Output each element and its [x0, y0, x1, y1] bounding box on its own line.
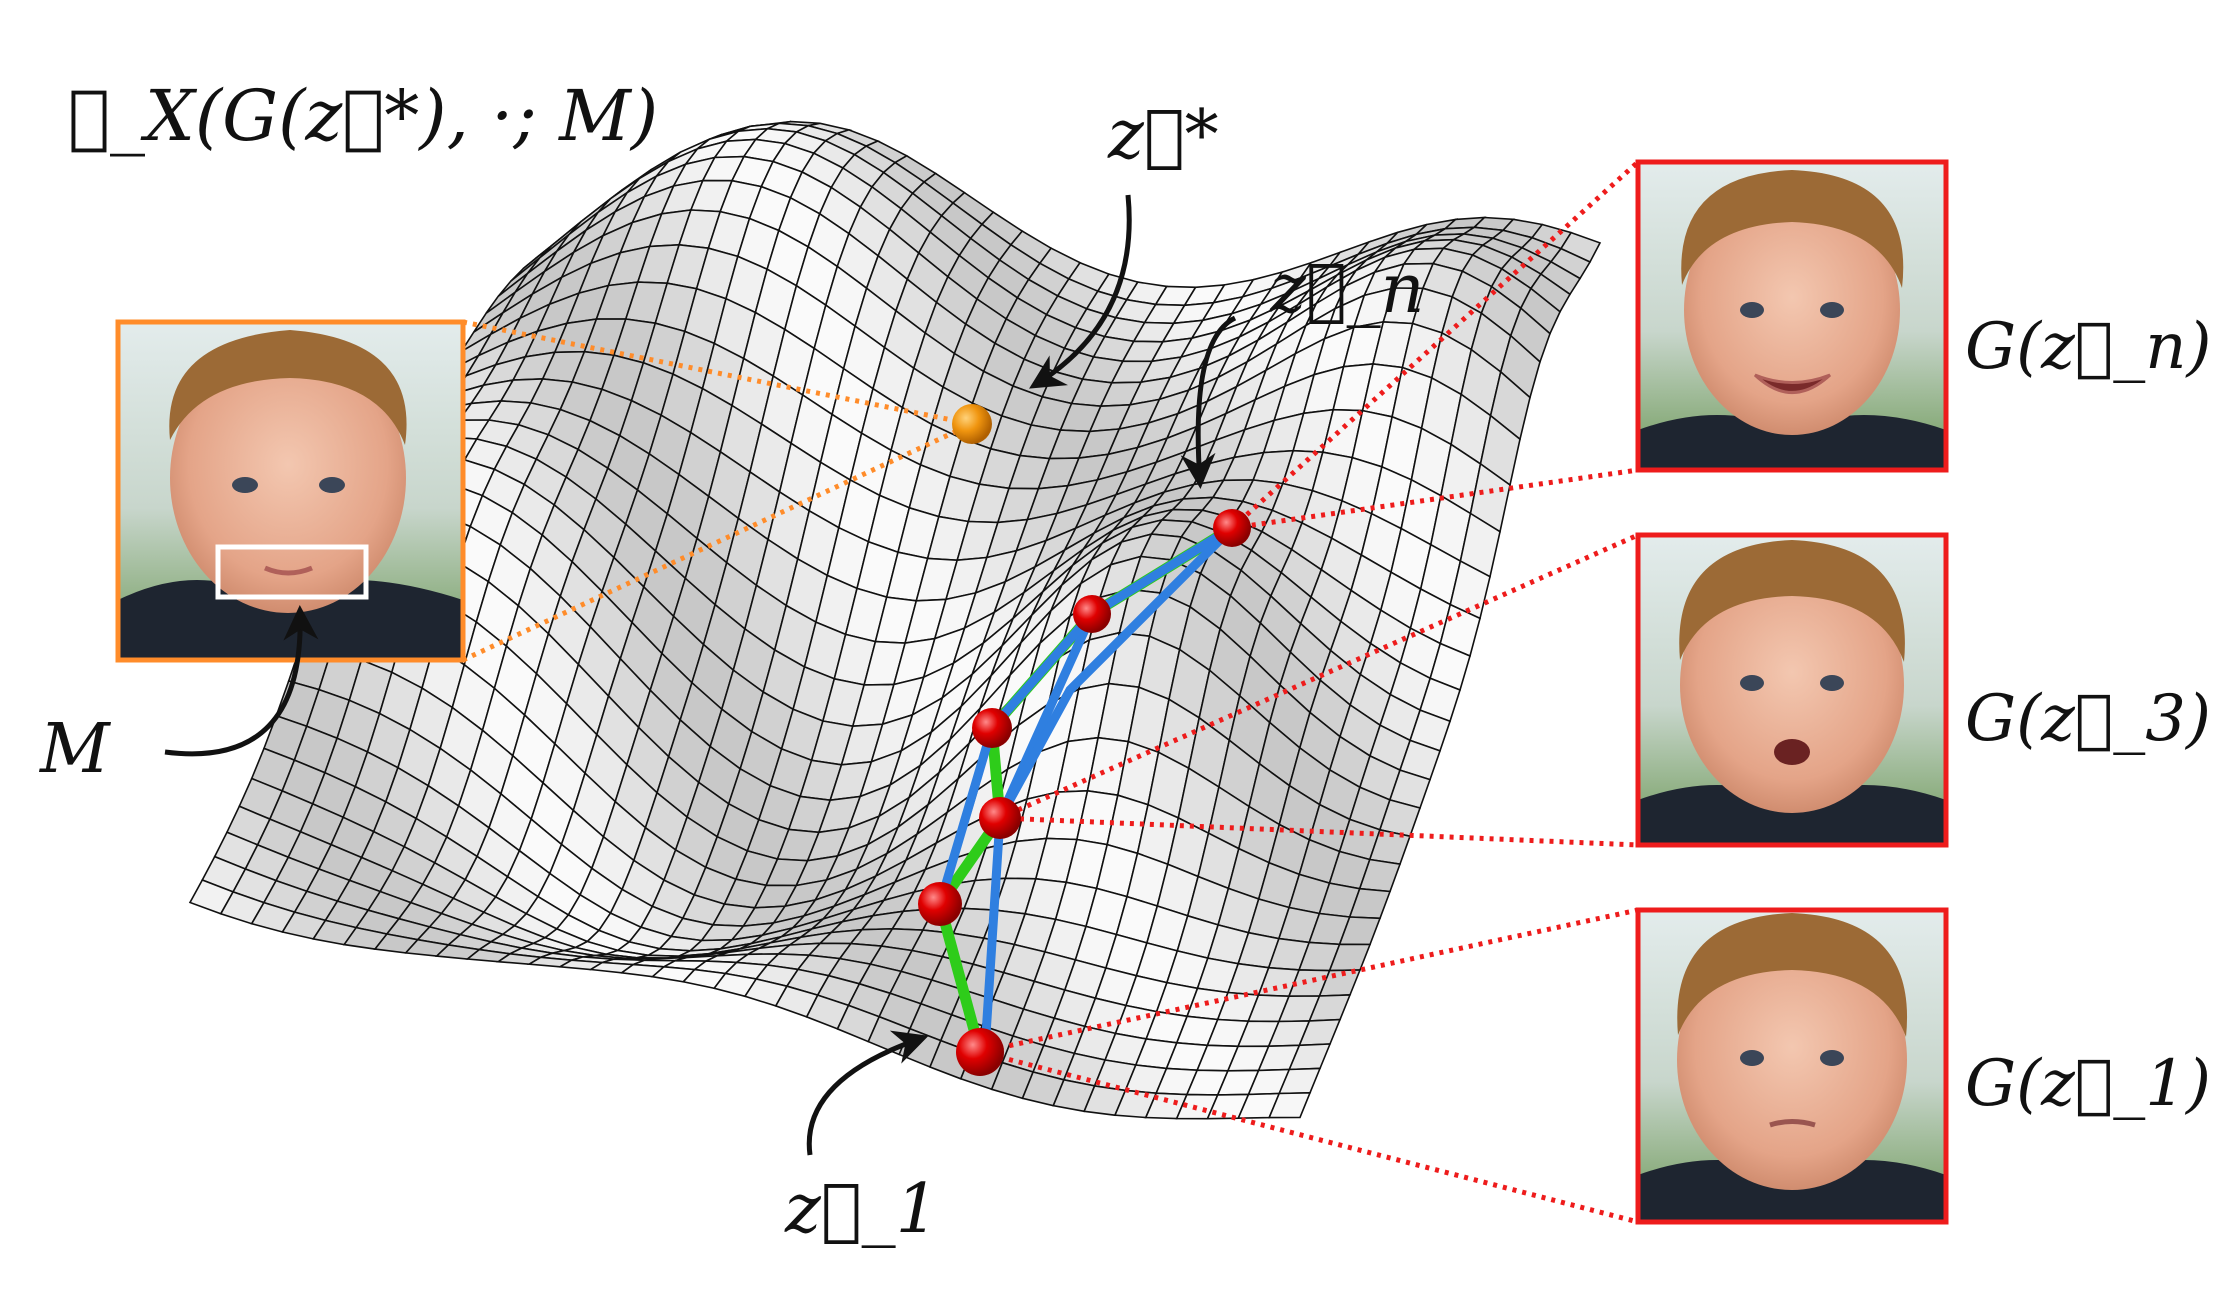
output-face-image-z3 — [1635, 532, 1949, 848]
point-z4 — [972, 708, 1012, 748]
arrow-mask — [164, 605, 319, 757]
mask-region-box — [215, 544, 369, 600]
connector-lines — [461, 160, 1640, 1225]
point-z5 — [1073, 595, 1111, 633]
point-z2 — [918, 882, 962, 926]
surface-cell — [1267, 1091, 1312, 1119]
connector-z1-bottom — [979, 1049, 1639, 1225]
label-z-star: z⃗* — [1107, 96, 1219, 175]
optimum-point-z-star — [952, 404, 992, 444]
input-face-image — [115, 319, 466, 663]
trajectory-points — [918, 509, 1251, 1076]
arrow-z-star — [1029, 194, 1132, 389]
output-face-image-z1 — [1635, 907, 1949, 1225]
label-output-z1: G(z⃗_1) — [1965, 1047, 2211, 1121]
point-z3 — [979, 797, 1021, 839]
connector-zn-bottom — [1231, 467, 1639, 531]
label-z-1: z⃗_1 — [784, 1170, 939, 1249]
connector-z1-top — [979, 907, 1639, 1055]
connector-z3-top — [998, 532, 1640, 821]
label-output-z3: G(z⃗_3) — [1965, 682, 2211, 756]
label-z-n: z⃗_n — [1269, 250, 1424, 329]
label-output-zn: G(z⃗_n) — [1965, 310, 2211, 384]
connector-zn-top — [1230, 160, 1640, 530]
arrow-z-1 — [806, 1030, 929, 1156]
connector-input-bottom — [461, 421, 974, 663]
label-mask: M — [38, 710, 112, 789]
curved-arrows — [164, 194, 1237, 1156]
arrow-z-n — [1180, 315, 1237, 489]
loss-title: ℒ_X(G(z⃗*), ·; M) — [68, 75, 658, 157]
point-zn — [1213, 509, 1251, 547]
point-z1 — [956, 1028, 1004, 1076]
output-face-image-zn — [1635, 159, 1949, 473]
connector-input-top — [462, 319, 973, 427]
connector-z3-bottom — [999, 815, 1639, 848]
